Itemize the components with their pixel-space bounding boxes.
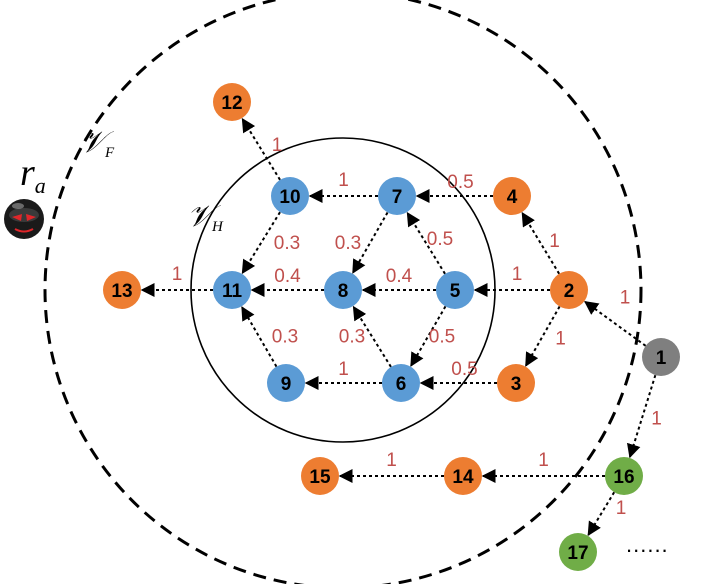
edge-weight-1-2: 1 xyxy=(620,288,631,309)
edge-weight-7-10: 1 xyxy=(338,170,349,191)
edge-weight-16-17: 1 xyxy=(616,498,627,519)
node-circle-12 xyxy=(213,83,251,121)
node-circle-4 xyxy=(493,177,531,215)
edge-weight-14-15: 1 xyxy=(386,450,397,471)
node-circle-5 xyxy=(436,271,474,309)
node-circle-7 xyxy=(378,177,416,215)
node-circle-13 xyxy=(103,271,141,309)
node-circle-3 xyxy=(497,364,535,402)
node-label-5: 5 xyxy=(450,281,461,302)
node-label-4: 4 xyxy=(507,187,518,208)
node-circle-11 xyxy=(213,271,251,309)
node-circle-16 xyxy=(605,457,643,495)
node-14: 14 xyxy=(444,457,482,495)
node-label-16: 16 xyxy=(613,467,634,488)
edge-weight-10-11: 0.3 xyxy=(274,233,300,254)
node-3: 3 xyxy=(497,364,535,402)
node-16: 16 xyxy=(605,457,643,495)
edge-weight-5-7: 0.5 xyxy=(427,229,453,250)
edges-layer: 111110.50.50.40.50.510.30.310.40.30.3111… xyxy=(140,117,662,537)
node-circle-1 xyxy=(642,338,680,376)
edge-1-16 xyxy=(626,374,657,459)
inner-set-label: 𝒱H xyxy=(187,200,224,235)
edge-weight-16-14: 1 xyxy=(538,450,549,471)
edge-weight-5-8: 0.4 xyxy=(386,266,413,287)
edge-weight-11-13: 1 xyxy=(172,264,183,285)
attacker-icon xyxy=(4,199,44,239)
node-15: 15 xyxy=(301,457,339,495)
node-9: 9 xyxy=(267,364,305,402)
node-1: 1 xyxy=(642,338,680,376)
edge-weight-2-5: 1 xyxy=(512,264,523,285)
node-2: 2 xyxy=(550,271,588,309)
node-label-11: 11 xyxy=(222,281,243,302)
edge-16-17 xyxy=(587,491,616,537)
node-17: 17 xyxy=(559,533,597,571)
node-circle-10 xyxy=(271,177,309,215)
node-circle-9 xyxy=(267,364,305,402)
edge-weight-10-12: 1 xyxy=(272,135,283,156)
node-circle-15 xyxy=(301,457,339,495)
edge-weight-1-16: 1 xyxy=(651,409,662,430)
edge-weight-7-8: 0.3 xyxy=(335,233,361,254)
edge-weight-9-11: 0.3 xyxy=(272,327,298,348)
node-label-3: 3 xyxy=(511,374,522,395)
node-circle-8 xyxy=(324,271,362,309)
edge-weight-8-11: 0.4 xyxy=(274,266,301,287)
node-6: 6 xyxy=(382,364,420,402)
edge-weight-4-7: 0.5 xyxy=(447,172,473,193)
edge-weight-2-4: 1 xyxy=(549,231,560,252)
node-label-12: 12 xyxy=(221,93,242,114)
attacker-label: ra xyxy=(20,152,46,198)
node-7: 7 xyxy=(378,177,416,215)
node-label-6: 6 xyxy=(396,374,407,395)
node-12: 12 xyxy=(213,83,251,121)
node-circle-2 xyxy=(550,271,588,309)
node-8: 8 xyxy=(324,271,362,309)
node-5: 5 xyxy=(436,271,474,309)
node-4: 4 xyxy=(493,177,531,215)
node-label-7: 7 xyxy=(392,187,403,208)
edge-weight-3-6: 0.5 xyxy=(451,359,477,380)
node-label-17: 17 xyxy=(567,543,588,564)
node-11: 11 xyxy=(213,271,251,309)
edge-weight-6-8: 0.3 xyxy=(339,327,365,348)
node-label-9: 9 xyxy=(281,374,292,395)
edge-weight-2-3: 1 xyxy=(555,329,566,350)
outer-set-label: 𝒱F xyxy=(80,126,115,161)
continuation-ellipsis: ...... xyxy=(626,532,669,557)
node-label-2: 2 xyxy=(564,281,575,302)
edge-weight-6-9: 1 xyxy=(338,359,349,380)
node-label-8: 8 xyxy=(338,281,349,302)
edge-1-2 xyxy=(584,300,647,347)
outer-region-boundary xyxy=(43,0,643,584)
edge-weight-5-6: 0.5 xyxy=(429,327,455,348)
edge-2-3 xyxy=(525,306,561,367)
node-label-15: 15 xyxy=(309,467,331,488)
node-circle-14 xyxy=(444,457,482,495)
node-13: 13 xyxy=(103,271,141,309)
node-label-13: 13 xyxy=(111,281,132,302)
node-circle-17 xyxy=(559,533,597,571)
node-label-14: 14 xyxy=(452,467,474,488)
node-10: 10 xyxy=(271,177,309,215)
node-label-10: 10 xyxy=(279,187,300,208)
node-label-1: 1 xyxy=(656,348,667,369)
node-circle-6 xyxy=(382,364,420,402)
